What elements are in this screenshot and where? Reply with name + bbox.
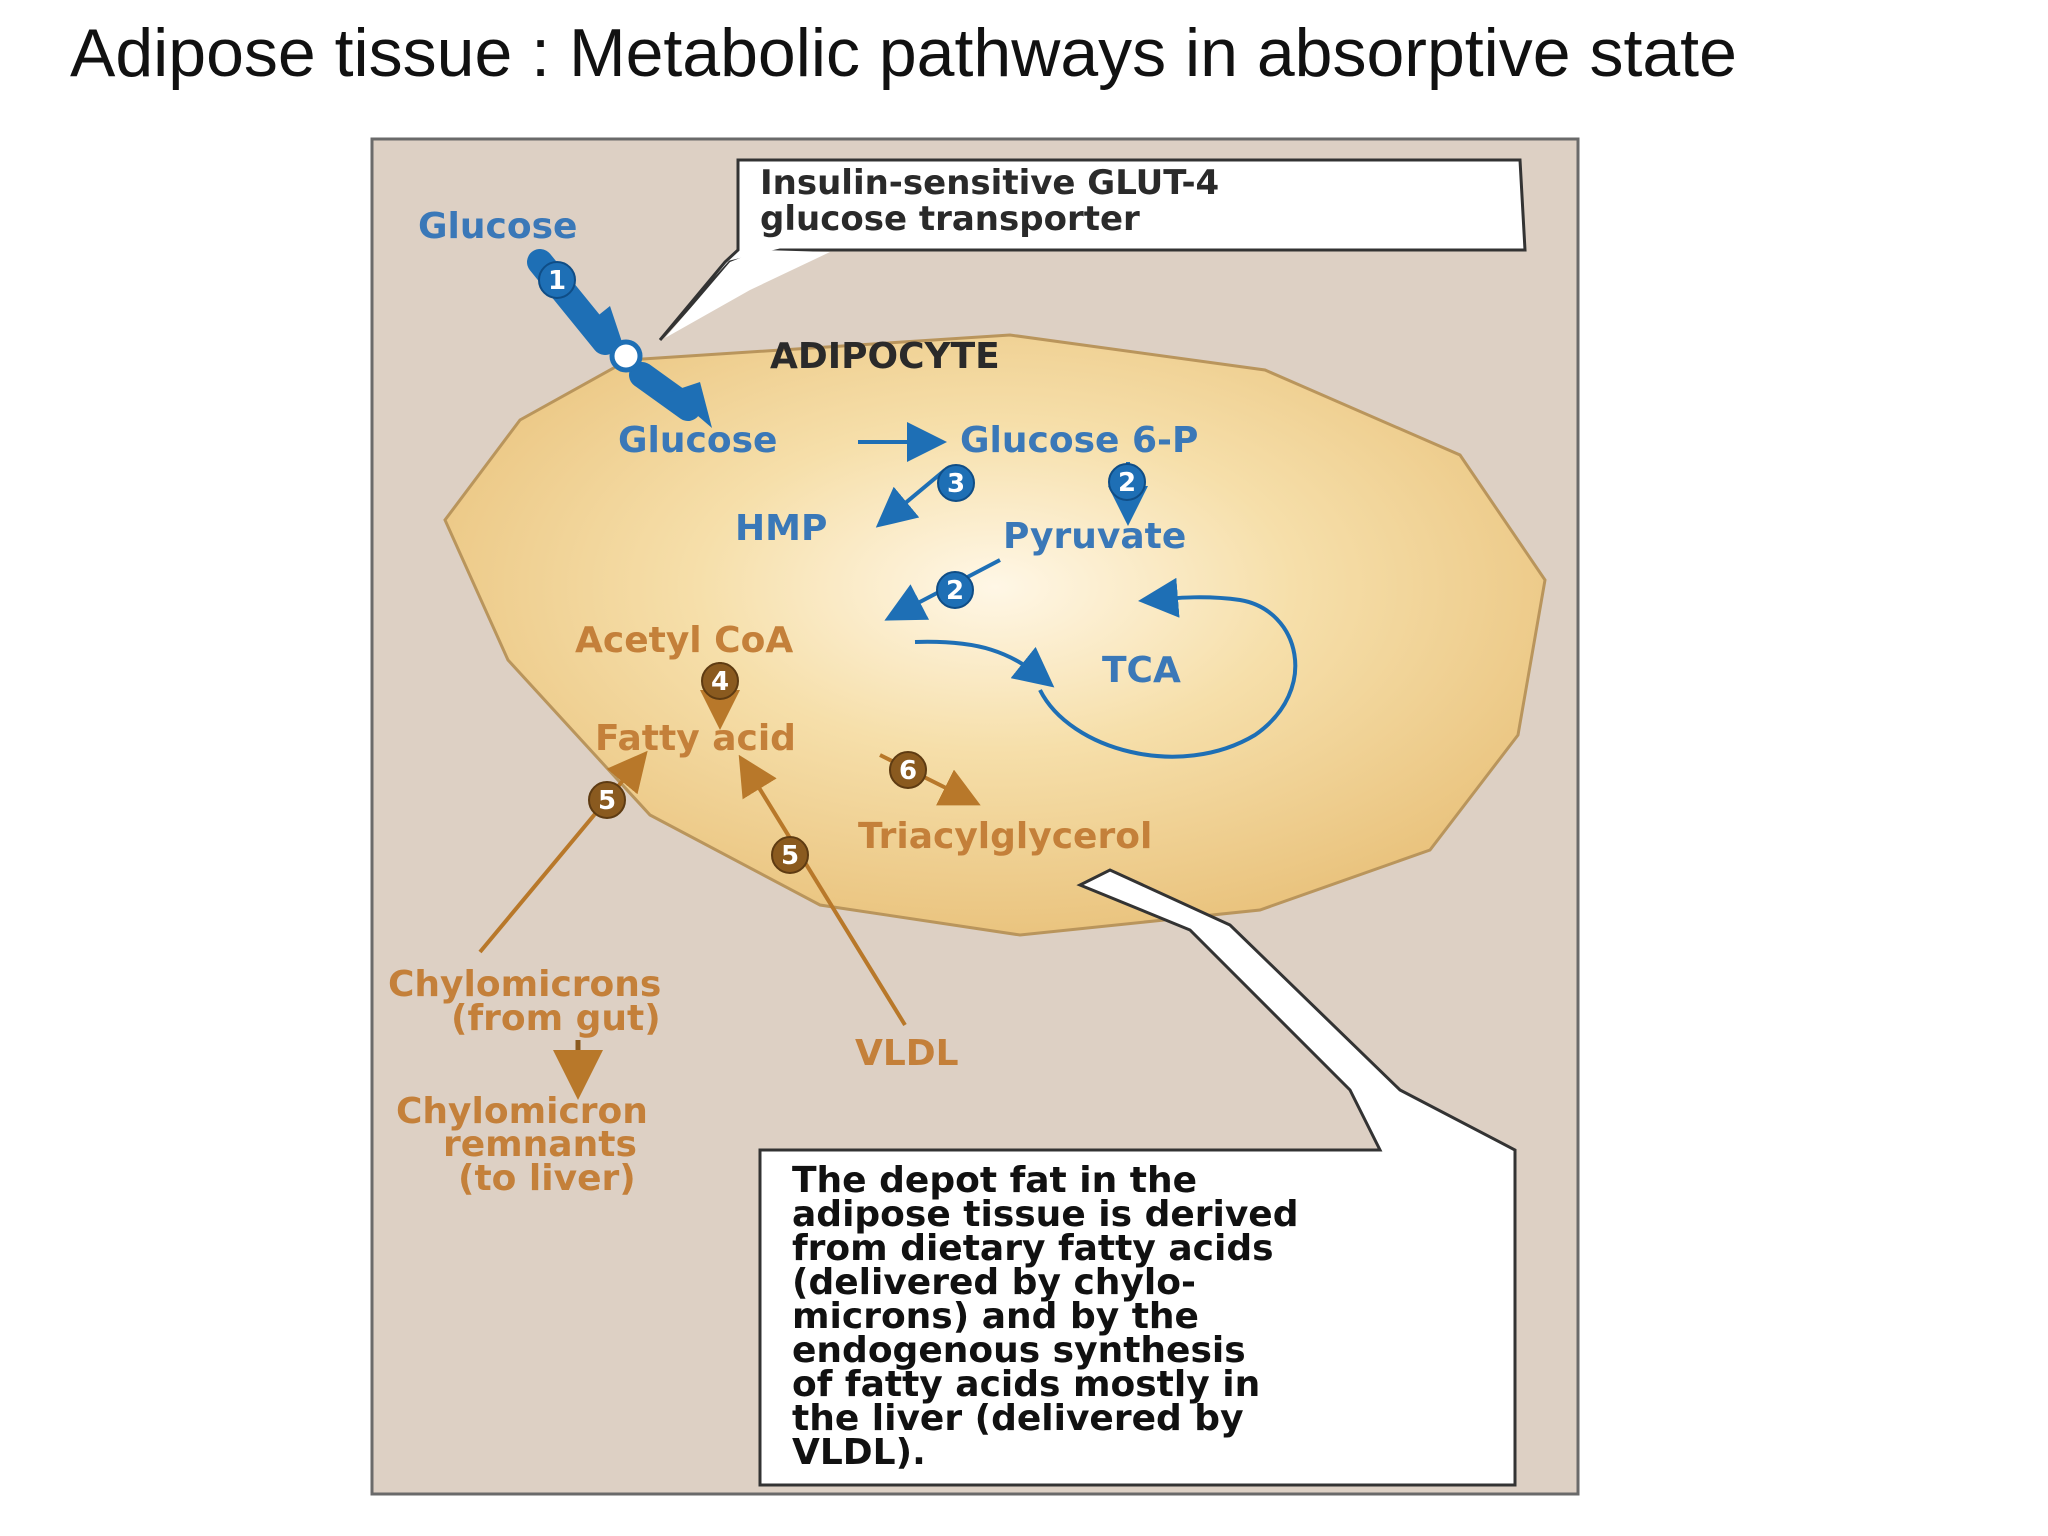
adipocyte-cell <box>443 333 1547 937</box>
step-6-number: 6 <box>899 756 917 786</box>
glut4-transporter <box>609 339 643 373</box>
chylomicrons-label: Chylomicrons <box>388 964 661 1005</box>
depot-callout-line: VLDL). <box>792 1432 926 1473</box>
fatty-acid-label: Fatty acid <box>595 718 796 759</box>
depot-callout-text: The depot fat in the adipose tissue is d… <box>792 1160 1299 1473</box>
pyruvate-label: Pyruvate <box>1003 516 1186 557</box>
depot-callout-line: of fatty acids mostly in <box>792 1364 1260 1405</box>
step-2-badge <box>1108 463 1146 501</box>
glucose-outside-label: Glucose <box>418 206 577 247</box>
chylomicron-remnants-label: remnants <box>443 1124 637 1165</box>
depot-callout-line: (delivered by chylo- <box>792 1262 1196 1303</box>
glut4-callout-pointer <box>665 250 830 338</box>
depot-callout-line: the liver (delivered by <box>792 1398 1244 1439</box>
acetylcoa-to-tca-arrow <box>914 639 1055 688</box>
chylomicrons-source-label: (from gut) <box>451 998 661 1039</box>
tca-cycle-loop <box>1038 577 1298 759</box>
step-1-badge <box>538 261 576 299</box>
glucose-inside-label: Glucose <box>618 420 777 461</box>
triacylglycerol-label: Triacylglycerol <box>858 816 1152 857</box>
step-3-number: 3 <box>947 469 965 499</box>
adipocyte-label: ADIPOCYTE <box>770 336 1000 377</box>
acetyl-coa-label: Acetyl CoA <box>575 620 793 661</box>
depot-callout-line: adipose tissue is derived <box>792 1194 1299 1235</box>
step-6-badge <box>889 751 927 789</box>
step-2-number: 2 <box>946 576 964 606</box>
step-5-number: 5 <box>598 786 616 816</box>
g6p-to-hmp-arrow <box>875 468 947 528</box>
step-5-badge <box>588 781 626 819</box>
depot-callout-line: from dietary fatty acids <box>792 1228 1274 1269</box>
depot-callout-box <box>758 868 1517 1487</box>
chylomicron-remnants-label: Chylomicron <box>396 1091 648 1132</box>
vldl-to-fattyacid-arrow <box>738 754 907 1027</box>
glut4-callout-line-2: glucose transporter <box>760 199 1140 239</box>
hmp-label: HMP <box>735 508 827 549</box>
step-3-badge <box>937 464 975 502</box>
step-2-number: 2 <box>1118 468 1136 498</box>
chylomicron-remnants-label: (to liver) <box>458 1158 636 1199</box>
step-5-badge <box>771 836 809 874</box>
step-4-number: 4 <box>711 667 729 697</box>
step-1-number: 1 <box>548 266 566 296</box>
depot-callout-line: endogenous synthesis <box>792 1330 1246 1371</box>
depot-callout-line: microns) and by the <box>792 1296 1199 1337</box>
step-4-badge <box>701 662 739 700</box>
glucose-6p-label: Glucose 6-P <box>960 420 1198 461</box>
step-2-badge <box>936 571 974 609</box>
step-5-number: 5 <box>781 841 799 871</box>
tca-label: TCA <box>1102 650 1181 691</box>
glucose-entry-arrowhead <box>670 382 712 428</box>
glut4-callout-line-1: Insulin-sensitive GLUT-4 <box>760 163 1219 203</box>
vldl-label: VLDL <box>855 1033 959 1074</box>
glucose-entry-arrow <box>629 362 701 421</box>
depot-callout-line: The depot fat in the <box>792 1160 1197 1201</box>
slide-title: Adipose tissue : Metabolic pathways in a… <box>70 15 1737 91</box>
